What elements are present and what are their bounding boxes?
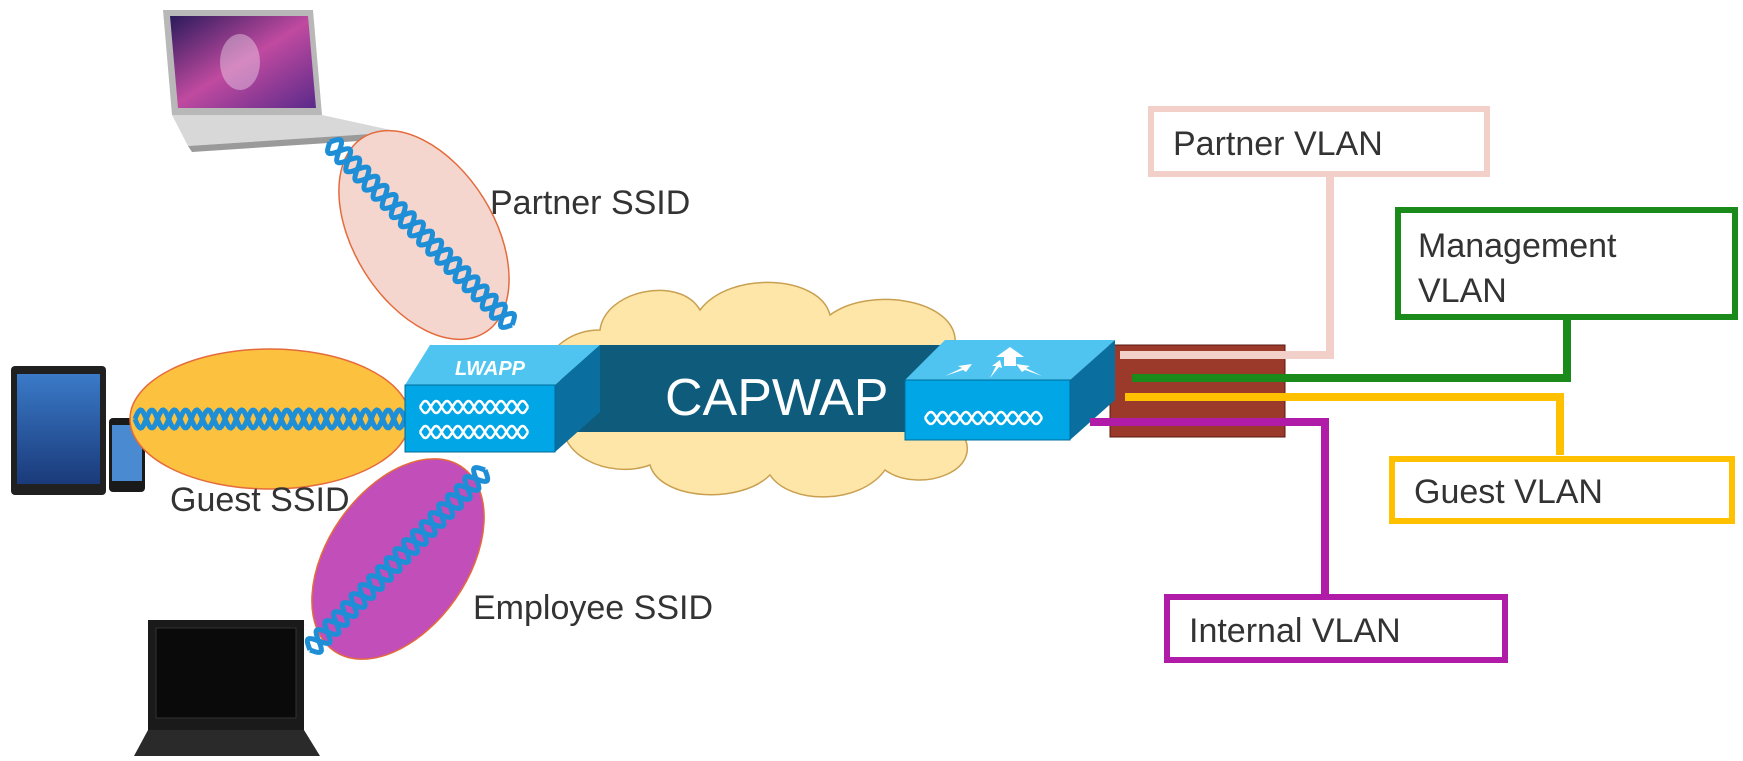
- employee-signal-wave: [304, 465, 491, 655]
- controller-wave: [923, 410, 1044, 426]
- ap-label: LWAPP: [455, 358, 526, 380]
- partner-vlan-label: Partner VLAN: [1173, 125, 1383, 163]
- wireless-signal-waves: [132, 137, 517, 655]
- ap-wave-bottom: [418, 424, 530, 440]
- partner-vlan-box: Partner VLAN: [1148, 106, 1490, 177]
- guest-signal-wave: [132, 407, 408, 431]
- thinkpad-laptop-icon: [134, 620, 320, 756]
- management-vlan-label-line1: Management: [1418, 227, 1617, 265]
- macbook-laptop-icon: [163, 10, 404, 152]
- internal-vlan-box: Internal VLAN: [1164, 594, 1508, 663]
- management-vlan-label-line2: VLAN: [1418, 272, 1507, 310]
- capwap-tunnel: CAPWAP: [560, 345, 990, 432]
- tablet-icon: [11, 366, 106, 495]
- wireless-controller-icon: [904, 340, 1115, 441]
- internal-vlan-label: Internal VLAN: [1189, 612, 1401, 650]
- management-vlan-box: Management VLAN: [1395, 207, 1738, 320]
- guest-ssid-label: Guest SSID: [170, 481, 350, 519]
- partner-ssid-label: Partner SSID: [490, 184, 690, 222]
- employee-ssid-label: Employee SSID: [473, 589, 713, 627]
- guest-vlan-box: Guest VLAN: [1389, 456, 1735, 524]
- access-point-icon: LWAPP: [404, 345, 600, 453]
- guest-vlan-label: Guest VLAN: [1414, 473, 1603, 511]
- vlan-lines: [1090, 175, 1571, 595]
- ap-wave-top: [418, 399, 530, 415]
- partner-signal-wave: [325, 137, 517, 330]
- tunnel-label: CAPWAP: [665, 369, 888, 427]
